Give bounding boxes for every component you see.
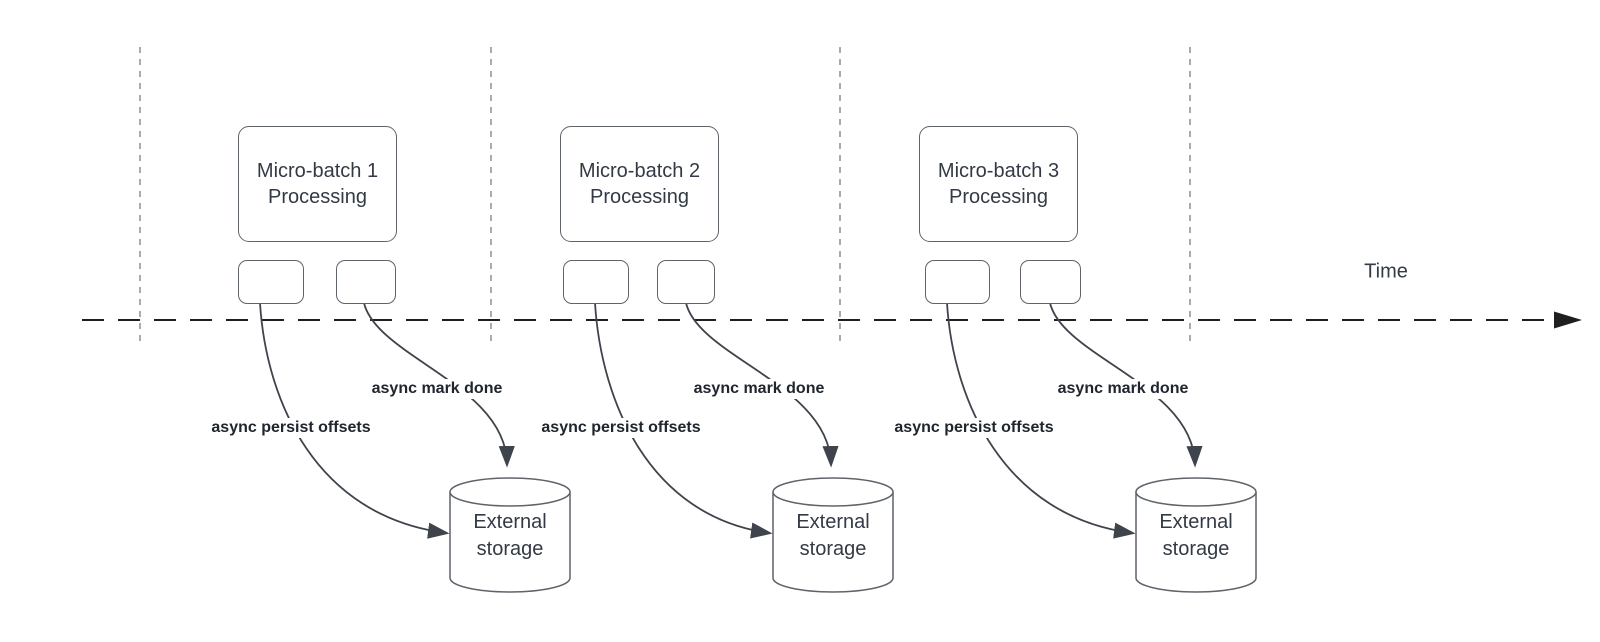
external-storage-label-line: External [473, 511, 547, 533]
batch1-persist-offsets-task-box [238, 260, 304, 304]
mark-done-label-2: async mark done [689, 379, 829, 399]
micro-batch-1-box: Micro-batch 1 Processing [238, 126, 397, 242]
cylinder-body [772, 492, 894, 593]
persist-offsets-connector-2 [594, 302, 773, 539]
micro-batch-title-line: Micro-batch 3 [937, 160, 1060, 182]
micro-batch-title-line: Processing [949, 186, 1048, 208]
batch3-persist-offsets-task-box [925, 260, 990, 304]
persist-offsets-label-3: async persist offsets [890, 418, 1058, 438]
micro-batch-title-line: Processing [268, 186, 367, 208]
external-storage-label-1: External storage [450, 509, 570, 563]
mark-done-connector-2 [685, 302, 839, 468]
micro-batch-title-line: Processing [590, 186, 689, 208]
micro-batch-3-box: Micro-batch 3 Processing [919, 126, 1078, 242]
time-axis-arrowhead-icon [1554, 311, 1582, 329]
cylinder-body [1135, 492, 1257, 593]
micro-batch-title-line: Micro-batch 2 [578, 160, 701, 182]
cylinder-body [449, 492, 571, 593]
external-storage-label-line: storage [799, 538, 867, 560]
persist-offsets-label-1: async persist offsets [207, 418, 375, 438]
external-storage-label-line: storage [476, 538, 544, 560]
cylinder-top [1135, 477, 1257, 507]
batch3-mark-done-task-box [1020, 260, 1081, 304]
batch1-mark-done-task-box [336, 260, 396, 304]
external-storage-label-line: External [1159, 511, 1233, 533]
external-storage-cylinder-1 [449, 477, 571, 593]
external-storage-label-3: External storage [1136, 509, 1256, 563]
mark-done-label-1: async mark done [367, 379, 507, 399]
batch2-mark-done-task-box [657, 260, 715, 304]
mark-done-connector-3 [1049, 302, 1203, 468]
mark-done-label-3: async mark done [1053, 379, 1193, 399]
external-storage-label-2: External storage [773, 509, 893, 563]
micro-batch-2-box: Micro-batch 2 Processing [560, 126, 719, 242]
mark-done-connector-1 [363, 302, 515, 468]
persist-offsets-connector-3 [946, 302, 1136, 539]
persist-offsets-label-2: async persist offsets [537, 418, 705, 438]
cylinder-top [772, 477, 894, 507]
external-storage-cylinder-3 [1135, 477, 1257, 593]
micro-batch-title-line: Micro-batch 1 [256, 160, 379, 182]
external-storage-label-line: storage [1162, 538, 1230, 560]
cylinder-top [449, 477, 571, 507]
external-storage-cylinder-2 [772, 477, 894, 593]
time-axis-label: Time [1364, 260, 1408, 283]
external-storage-label-line: External [796, 511, 870, 533]
persist-offsets-connector-1 [259, 302, 450, 539]
batch2-persist-offsets-task-box [563, 260, 629, 304]
